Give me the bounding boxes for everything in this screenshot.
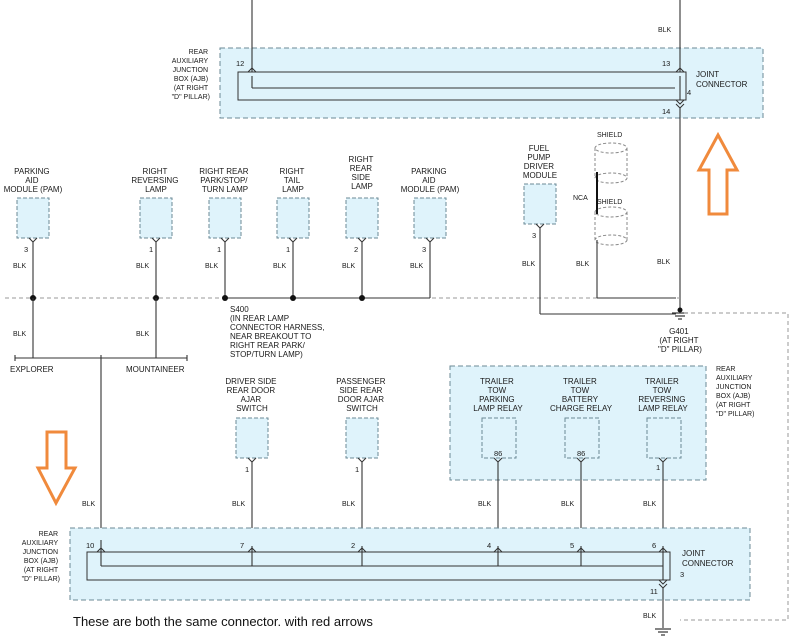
shield-top-label: SHIELD: [597, 132, 622, 139]
relay-label-2: TRAILER TOW REVERSING LAMP RELAY: [638, 377, 688, 413]
svg-text:3: 3: [532, 231, 536, 240]
annotation-caption: These are both the same connector. with …: [73, 614, 373, 629]
svg-text:BLK: BLK: [643, 613, 657, 620]
splice-dot: [222, 295, 228, 301]
right-reversing-lamp: [139, 197, 173, 239]
passenger-side-rear-door-ajar-switch: [345, 417, 379, 459]
relay-box-label: REAR AUXILIARY JUNCTION BOX (AJB) (AT RI…: [716, 366, 754, 418]
module-label-3: RIGHT TAIL LAMP: [280, 167, 307, 194]
svg-text:1: 1: [355, 465, 359, 474]
driver-side-rear-door-ajar-switch: [235, 417, 269, 459]
top-junction-box: [219, 47, 764, 119]
right-tail-lamp: [276, 197, 310, 239]
svg-text:2: 2: [354, 245, 358, 254]
up-arrow-icon: [696, 131, 740, 216]
splice-dot: [290, 295, 296, 301]
shield-bottom-label: SHIELD: [597, 199, 622, 206]
svg-text:10: 10: [86, 541, 94, 550]
pin-4: 4: [687, 88, 691, 97]
fuel-pump-label: FUEL PUMP DRIVER MODULE: [523, 144, 557, 180]
svg-text:1: 1: [656, 463, 660, 472]
svg-text:BLK: BLK: [82, 501, 96, 508]
right-rear-side-lamp: [345, 197, 379, 239]
down-arrow-icon: [35, 430, 78, 507]
svg-text:BLK: BLK: [273, 263, 287, 270]
ground-g401-label: G401 (AT RIGHT "D" PILLAR): [658, 327, 702, 354]
svg-text:BLK: BLK: [657, 259, 671, 266]
splice-dot: [359, 295, 365, 301]
svg-text:86: 86: [494, 449, 502, 458]
module-label-2: RIGHT REAR PARK/STOP/ TURN LAMP: [199, 167, 250, 194]
relay-label-1: TRAILER TOW BATTERY CHARGE RELAY: [550, 377, 613, 413]
trailer-tow-parking-lamp-relay: [481, 417, 517, 459]
pin-14: 14: [662, 107, 670, 116]
svg-text:BLK: BLK: [643, 501, 657, 508]
svg-text:BLK: BLK: [13, 263, 27, 270]
switch-label-0: DRIVER SIDE REAR DOOR AJAR SWITCH: [225, 377, 278, 413]
pin-13: 13: [662, 59, 670, 68]
svg-text:BLK: BLK: [522, 261, 536, 268]
bottom-joint-connector: [86, 551, 671, 581]
svg-text:3: 3: [422, 245, 426, 254]
svg-text:BLK: BLK: [561, 501, 575, 508]
parking-aid-module-left: [16, 197, 50, 239]
parking-aid-module-right: [413, 197, 447, 239]
top-right-wire-color: BLK: [658, 27, 672, 34]
trailer-tow-reversing-lamp-relay: [646, 417, 682, 459]
svg-text:BLK: BLK: [232, 501, 246, 508]
bottom-junction-label: REAR AUXILIARY JUNCTION BOX (AJB) (AT RI…: [22, 531, 60, 583]
svg-text:1: 1: [149, 245, 153, 254]
svg-text:4: 4: [487, 541, 491, 550]
nca-label: NCA: [573, 195, 588, 202]
svg-text:1: 1: [217, 245, 221, 254]
svg-text:5: 5: [570, 541, 574, 550]
module-label-5: PARKING AID MODULE (PAM): [401, 167, 460, 194]
bottom-joint-label: JOINT CONNECTOR: [682, 549, 734, 568]
module-label-0: PARKING AID MODULE (PAM): [4, 167, 63, 194]
svg-text:BLK: BLK: [478, 501, 492, 508]
relay-label-0: TRAILER TOW PARKING LAMP RELAY: [473, 377, 523, 413]
svg-text:BLK: BLK: [342, 263, 356, 270]
pin-12: 12: [236, 59, 244, 68]
top-joint-label: JOINT CONNECTOR: [696, 70, 748, 89]
svg-text:6: 6: [652, 541, 656, 550]
module-label-4: RIGHT REAR SIDE LAMP: [349, 155, 376, 191]
svg-text:BLK: BLK: [13, 331, 27, 338]
right-rear-park-stop-turn-lamp: [208, 197, 242, 239]
svg-text:1: 1: [286, 245, 290, 254]
svg-text:BLK: BLK: [576, 261, 590, 268]
module-label-1: RIGHT REVERSING LAMP: [131, 167, 180, 194]
svg-text:BLK: BLK: [205, 263, 219, 270]
svg-text:1: 1: [245, 465, 249, 474]
ground-dot: [677, 307, 683, 313]
bottom-junction-box: [69, 527, 751, 601]
top-joint-connector: [237, 71, 687, 101]
svg-text:BLK: BLK: [136, 263, 150, 270]
svg-text:2: 2: [351, 541, 355, 550]
svg-text:3: 3: [680, 570, 684, 579]
svg-text:BLK: BLK: [342, 501, 356, 508]
svg-text:7: 7: [240, 541, 244, 550]
variant-mountaineer: MOUNTAINEER: [126, 365, 185, 374]
fuel-pump-driver-module: [523, 183, 557, 225]
trailer-tow-battery-charge-relay: [564, 417, 600, 459]
svg-text:11: 11: [650, 587, 658, 596]
svg-text:86: 86: [577, 449, 585, 458]
svg-text:3: 3: [24, 245, 28, 254]
switch-label-1: PASSENGER SIDE REAR DOOR AJAR SWITCH: [336, 377, 387, 413]
variant-explorer: EXPLORER: [10, 365, 54, 374]
top-junction-label: REAR AUXILIARY JUNCTION BOX (AJB) (AT RI…: [172, 49, 210, 101]
svg-text:BLK: BLK: [410, 263, 424, 270]
svg-text:BLK: BLK: [136, 331, 150, 338]
splice-s400-label: S400 (IN REAR LAMP CONNECTOR HARNESS, NE…: [230, 305, 327, 359]
